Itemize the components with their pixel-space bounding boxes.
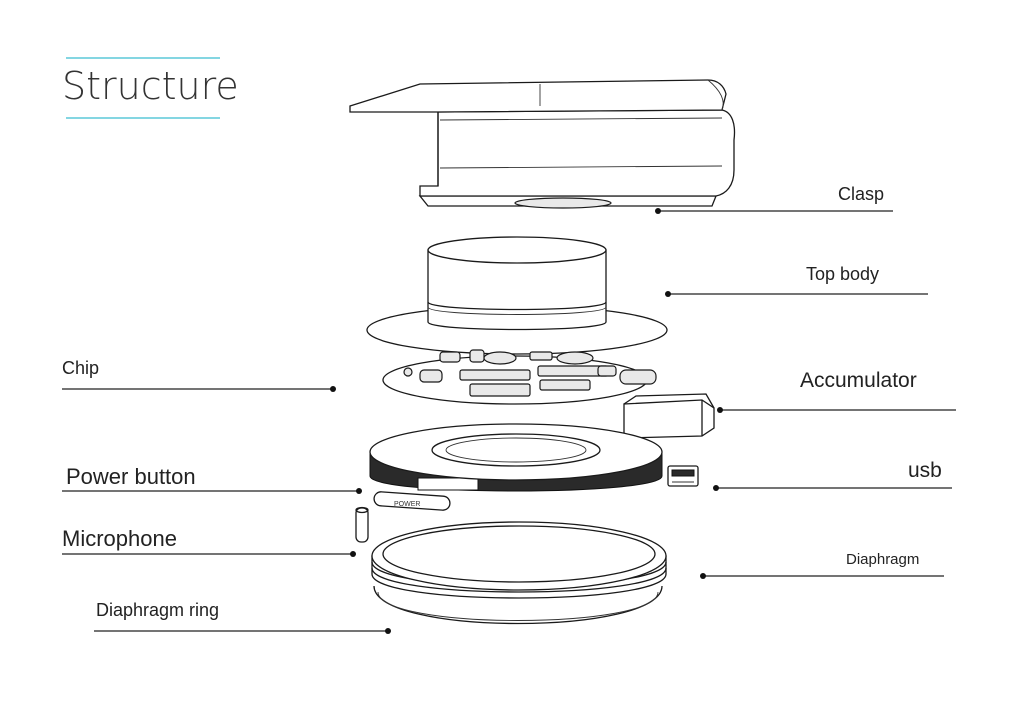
label-accumulator: Accumulator	[800, 369, 917, 392]
diaphragm-ring-part	[373, 585, 663, 625]
clasp-part	[349, 79, 736, 209]
leaders	[62, 208, 956, 634]
label-diaphragm: Diaphragm	[846, 551, 919, 568]
diaphragm-part	[371, 521, 667, 599]
label-top-body: Top body	[806, 264, 879, 284]
page-title: Structure	[62, 64, 239, 108]
power-key-part: POWER	[373, 491, 451, 511]
label-clasp: Clasp	[838, 184, 884, 204]
label-power-button: Power button	[66, 464, 196, 489]
label-diaphragm-ring: Diaphragm ring	[96, 600, 219, 620]
microphone-part	[355, 506, 369, 543]
accumulator-part	[623, 393, 715, 439]
label-chip: Chip	[62, 358, 99, 378]
chip-part	[382, 349, 657, 405]
labels: Clasp Top body Chip Accumulator usb Powe…	[62, 184, 942, 620]
label-usb: usb	[908, 459, 942, 482]
usb-part	[667, 465, 699, 487]
power-key-text: POWER	[394, 501, 420, 508]
top-body-part	[366, 236, 668, 355]
main-disc-part	[369, 423, 663, 492]
title-block: Structure	[62, 57, 239, 119]
label-microphone: Microphone	[62, 526, 177, 551]
